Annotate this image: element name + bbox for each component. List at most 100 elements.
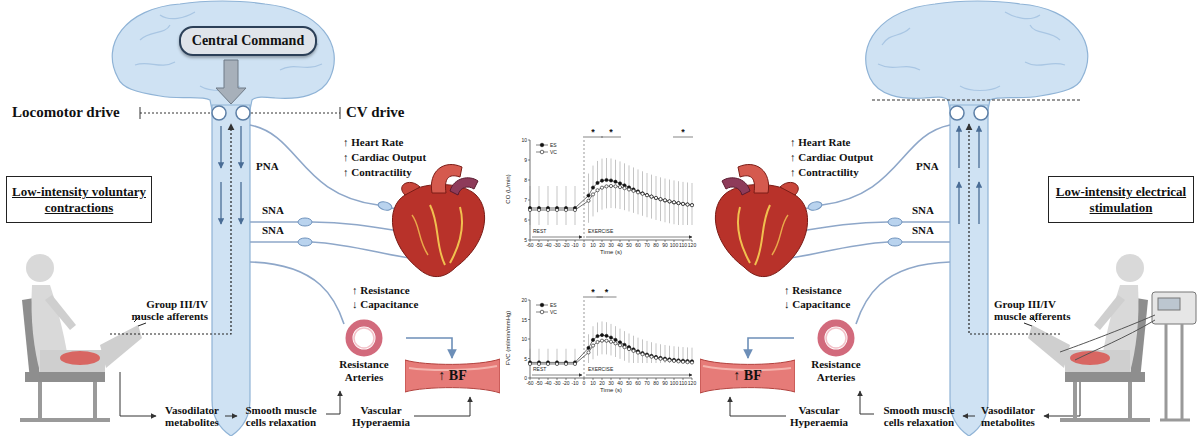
line-chart-part	[620, 187, 621, 209]
drive-lines-part	[140, 113, 211, 114]
line-chart-part	[629, 378, 630, 380]
line-chart-part	[530, 210, 531, 225]
line-chart-part	[609, 184, 612, 187]
line-chart-part	[656, 343, 657, 357]
line-chart-part	[647, 378, 648, 380]
line-chart-part	[548, 349, 549, 363]
line-chart-part	[681, 202, 684, 205]
line-chart-part	[665, 345, 666, 359]
line-chart-part	[605, 185, 608, 188]
line-chart-part	[575, 186, 576, 208]
line-chart-part	[532, 237, 582, 238]
line-chart-part	[528, 200, 530, 201]
axis-tick-label: 9	[510, 157, 527, 163]
stimulator-part	[1160, 324, 1190, 420]
legend-marker-part	[540, 143, 544, 147]
line-chart-part	[636, 191, 639, 194]
axis-tick-label: 20	[510, 297, 527, 303]
line-chart-part	[663, 199, 666, 202]
line-chart-part	[528, 358, 530, 359]
line-chart-part	[665, 200, 666, 222]
node-text: ↑ BF	[700, 358, 795, 394]
line-chart-part	[609, 179, 612, 182]
line-chart-part	[548, 210, 549, 225]
line-chart-part	[642, 171, 643, 193]
line-chart-part	[654, 355, 657, 358]
line-chart-part	[618, 182, 621, 185]
legend-text: ES	[550, 142, 557, 148]
flow-arrow	[748, 338, 794, 358]
line-chart-part	[620, 345, 621, 359]
line-chart-part	[651, 342, 652, 356]
line-chart-part	[597, 161, 598, 183]
line-chart-part	[690, 203, 693, 206]
line-chart-part	[687, 182, 688, 204]
annotation-label: PNA	[916, 160, 952, 172]
line-chart-part	[588, 201, 589, 223]
line-chart-part	[586, 237, 692, 238]
annotation-label: ↑ Contractility	[790, 166, 920, 178]
line-chart-part	[587, 194, 590, 197]
line-chart-part	[629, 349, 630, 363]
line-chart-part	[609, 340, 612, 343]
line-chart-part	[654, 196, 657, 199]
annotation-label: SNA	[262, 224, 302, 236]
descending-arrows-part	[220, 182, 221, 224]
line-chart-part	[683, 240, 684, 242]
line-chart-part	[539, 210, 540, 225]
legend-marker	[536, 149, 548, 155]
line-chart-part	[674, 180, 675, 202]
line-chart-part	[548, 240, 549, 242]
line-chart-part	[546, 208, 549, 211]
line-chart-part	[633, 336, 634, 350]
line-chart-part	[665, 179, 666, 201]
line-chart-part	[611, 324, 612, 338]
line-chart-part	[663, 199, 666, 202]
line-chart-part	[638, 169, 639, 191]
line-chart-part	[530, 335, 692, 362]
annotation-label: Vascular Hyperaemia	[784, 404, 854, 428]
line-chart-part	[528, 339, 530, 340]
command-box: Central Command	[179, 26, 317, 56]
line-chart-part	[690, 361, 693, 364]
drive-lines-part	[251, 113, 340, 114]
stimulator-part	[1152, 292, 1196, 324]
line-chart-part	[672, 358, 675, 361]
line-chart-part	[530, 378, 531, 380]
line-chart-part	[641, 353, 644, 356]
line-chart-part	[587, 199, 590, 202]
line-chart-part	[683, 182, 684, 204]
axis-tick-label: 120	[682, 242, 702, 248]
line-chart-part	[618, 185, 621, 188]
axis-title: Time (s)	[581, 249, 641, 255]
legend-marker	[536, 302, 548, 308]
line-chart-part	[632, 189, 635, 192]
line-chart-part	[530, 341, 692, 364]
line-chart-part	[566, 240, 567, 242]
line-chart-part	[650, 195, 653, 198]
legend-marker-part	[540, 303, 544, 307]
line-chart-part	[546, 362, 549, 365]
vessel-wall	[405, 359, 500, 393]
line-chart-part	[602, 321, 603, 335]
line-chart-part	[566, 349, 567, 363]
line-chart-part	[605, 334, 608, 337]
line-chart-part	[530, 186, 692, 210]
annotation-label: SNA	[912, 224, 952, 236]
legend-text: VC	[550, 309, 557, 315]
line-chart-part	[672, 201, 675, 204]
axis-title: CO (L/min)	[505, 144, 511, 234]
line-chart-part	[587, 351, 590, 354]
line-chart-part	[591, 186, 594, 189]
line-chart-part	[602, 378, 603, 380]
line-chart-part	[659, 356, 662, 359]
legend-entry: VC	[536, 149, 557, 155]
axis-tick-label: 8	[510, 177, 527, 183]
line-chart-part	[530, 349, 531, 363]
line-chart-part	[647, 240, 648, 242]
annotation-label: Smooth muscle cells relaxation	[876, 404, 962, 428]
line-chart-part	[528, 180, 530, 181]
legend-marker-part	[540, 310, 544, 314]
axis-tick-label: 10	[510, 336, 527, 342]
motor-nuclei-part	[974, 106, 988, 120]
